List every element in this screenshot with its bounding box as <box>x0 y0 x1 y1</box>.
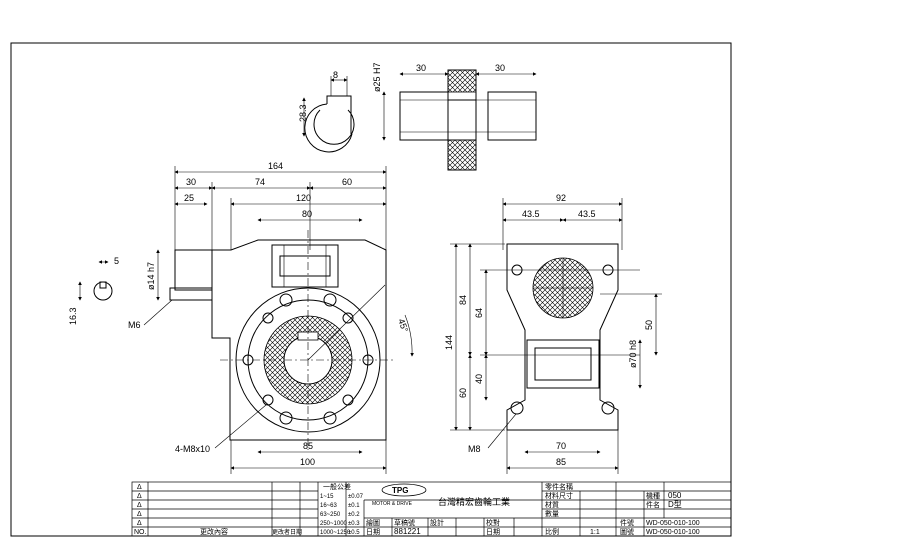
key-5: 5 <box>114 256 119 266</box>
seg-30: 30 <box>186 177 196 187</box>
tol-row-3-range: 63~250 <box>320 512 341 518</box>
rev-mark-2: Δ <box>137 493 142 500</box>
drawn-no-label: 草稿號 <box>394 518 415 527</box>
base-85: 85 <box>303 441 313 451</box>
height-40: 40 <box>474 374 484 384</box>
change-date-label: 更改者日期 <box>272 528 302 536</box>
seg-60: 60 <box>342 177 352 187</box>
approve-label: 日期 <box>486 528 500 536</box>
check-label: 校對 <box>486 518 500 527</box>
rev-mark-5: Δ <box>137 520 142 527</box>
shaft-dia-label: ø14 h7 <box>146 262 156 290</box>
tol-row-4-val: ±0.3 <box>348 521 360 527</box>
base-85-side: 85 <box>556 457 566 467</box>
tol-row-5-range: 1000~1250 <box>320 530 351 536</box>
tol-row-2-range: 16~63 <box>320 503 338 509</box>
angle-45: 45° <box>396 317 410 334</box>
hub-bore-label: ø25 H7 <box>372 62 382 92</box>
height-64: 64 <box>474 308 484 318</box>
front-view: 164 30 74 60 25 120 80 ø14 h7 M6 <box>128 161 414 474</box>
dwg-value: WD-050-010-100 <box>646 529 700 536</box>
drawing-frame <box>10 42 732 537</box>
half-left: 43.5 <box>522 209 540 219</box>
overall-164: 164 <box>268 161 283 171</box>
bore-70: ø70 h8 <box>628 340 638 368</box>
hub-left-length: 30 <box>416 63 426 73</box>
small-key-detail: 5 16.3 <box>68 256 119 325</box>
drawn-no: 881221 <box>394 527 421 536</box>
company-logo: TPG MOTOR & DRIVE <box>372 483 427 507</box>
thread-m8: M8 <box>468 444 481 454</box>
holes-label: 4-M8x10 <box>175 444 210 454</box>
rev-mark-3: Δ <box>137 502 142 509</box>
height-144: 144 <box>444 335 454 350</box>
width-120: 120 <box>296 193 311 203</box>
hub-right-length: 30 <box>495 63 505 73</box>
rev-mark-4: Δ <box>137 511 142 518</box>
tol-title: 一般公差 <box>323 482 351 491</box>
rev-mark-1: Δ <box>137 484 142 491</box>
tol-row-2-val: ±0.1 <box>348 503 360 509</box>
logo-text: TPG <box>392 486 408 495</box>
shaft-key-detail: 8 28.3 <box>298 70 355 153</box>
tol-row-1-val: ±0.07 <box>348 494 364 500</box>
hub-detail: 30 30 ø25 H7 <box>372 62 537 171</box>
base-70: 70 <box>556 441 566 451</box>
drawn-label: 繪圖 <box>366 518 380 527</box>
tol-row-4-range: 250~1000 <box>320 521 348 527</box>
part-value: WD-050-010-100 <box>646 520 700 527</box>
material-label: 材料尺寸 <box>545 491 573 500</box>
date-label: 日期 <box>366 528 380 536</box>
key-width-label: 8 <box>333 70 338 80</box>
no-label: NO. <box>134 529 147 536</box>
part-name-label: 零件名稱 <box>545 482 573 491</box>
design-label: 設計 <box>430 518 444 527</box>
half-right: 43.5 <box>578 209 596 219</box>
model-value: 050 <box>668 491 682 500</box>
spec-label: 材質 <box>545 500 559 509</box>
dwg-label: 圖號 <box>620 527 634 536</box>
side-view: 92 43.5 43.5 144 84 60 64 40 50 <box>444 193 662 474</box>
type-value: D型 <box>668 500 682 509</box>
top-92: 92 <box>556 193 566 203</box>
seg-74: 74 <box>255 177 265 187</box>
scale-label: 比例 <box>545 527 559 536</box>
thread-m6: M6 <box>128 320 141 330</box>
title-block: Δ Δ Δ Δ Δ NO. 更改內容 更改者日期 一般公差 1~15 ±0.07… <box>131 481 732 537</box>
change-content-label: 更改內容 <box>200 527 228 536</box>
width-80: 80 <box>302 209 312 219</box>
depth-label: 28.3 <box>298 104 308 122</box>
logo-subtext: MOTOR & DRIVE <box>372 501 413 507</box>
height-60: 60 <box>458 388 468 398</box>
company-name: 台灣精宏齒輪工業 <box>438 496 510 507</box>
base-100: 100 <box>300 457 315 467</box>
height-50: 50 <box>644 320 654 330</box>
tol-row-3-val: ±0.2 <box>348 512 360 518</box>
scale-value: 1:1 <box>590 529 600 536</box>
part-label: 件號 <box>620 518 634 527</box>
depth-16-3: 16.3 <box>68 307 78 325</box>
tol-row-1-range: 1~15 <box>320 494 334 500</box>
model-label: 機種 <box>646 491 660 500</box>
type-label: 件名 <box>646 500 660 509</box>
qty-label: 數量 <box>545 509 559 518</box>
shaft-len-25: 25 <box>184 193 194 203</box>
tol-row-5-val: ±0.5 <box>348 530 360 536</box>
height-84: 84 <box>458 295 468 305</box>
